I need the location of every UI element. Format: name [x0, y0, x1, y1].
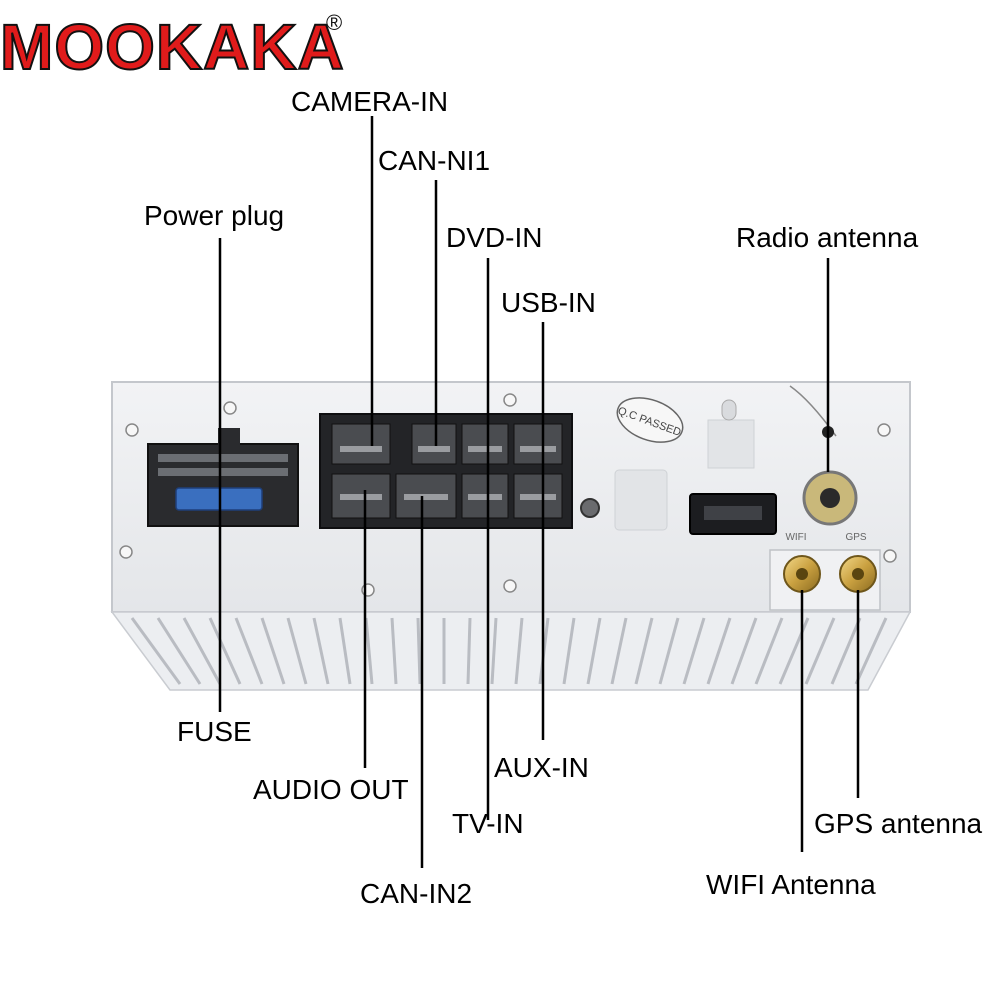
port-block — [320, 414, 599, 528]
knockout-recess — [708, 420, 754, 468]
knockout-recess — [615, 470, 667, 530]
label-power-plug: Power plug — [144, 200, 284, 232]
label-tv-in: TV-IN — [452, 808, 524, 840]
label-radio-antenna: Radio antenna — [736, 222, 918, 254]
label-usb-in: USB-IN — [501, 287, 596, 319]
label-can-ni1: CAN-NI1 — [378, 145, 490, 177]
label-audio-out: AUDIO OUT — [253, 774, 409, 806]
label-wifi-antenna: WIFI Antenna — [706, 869, 876, 901]
video-port — [690, 494, 776, 534]
label-gps-antenna: GPS antenna — [814, 808, 982, 840]
slot-hole — [722, 400, 736, 420]
label-dvd-in: DVD-IN — [446, 222, 542, 254]
gps-marking: GPS — [845, 532, 866, 543]
wifi-marking: WIFI — [785, 532, 806, 543]
label-aux-in: AUX-IN — [494, 752, 589, 784]
label-fuse: FUSE — [177, 716, 252, 748]
label-can-in2: CAN-IN2 — [360, 878, 472, 910]
label-camera-in: CAMERA-IN — [291, 86, 448, 118]
